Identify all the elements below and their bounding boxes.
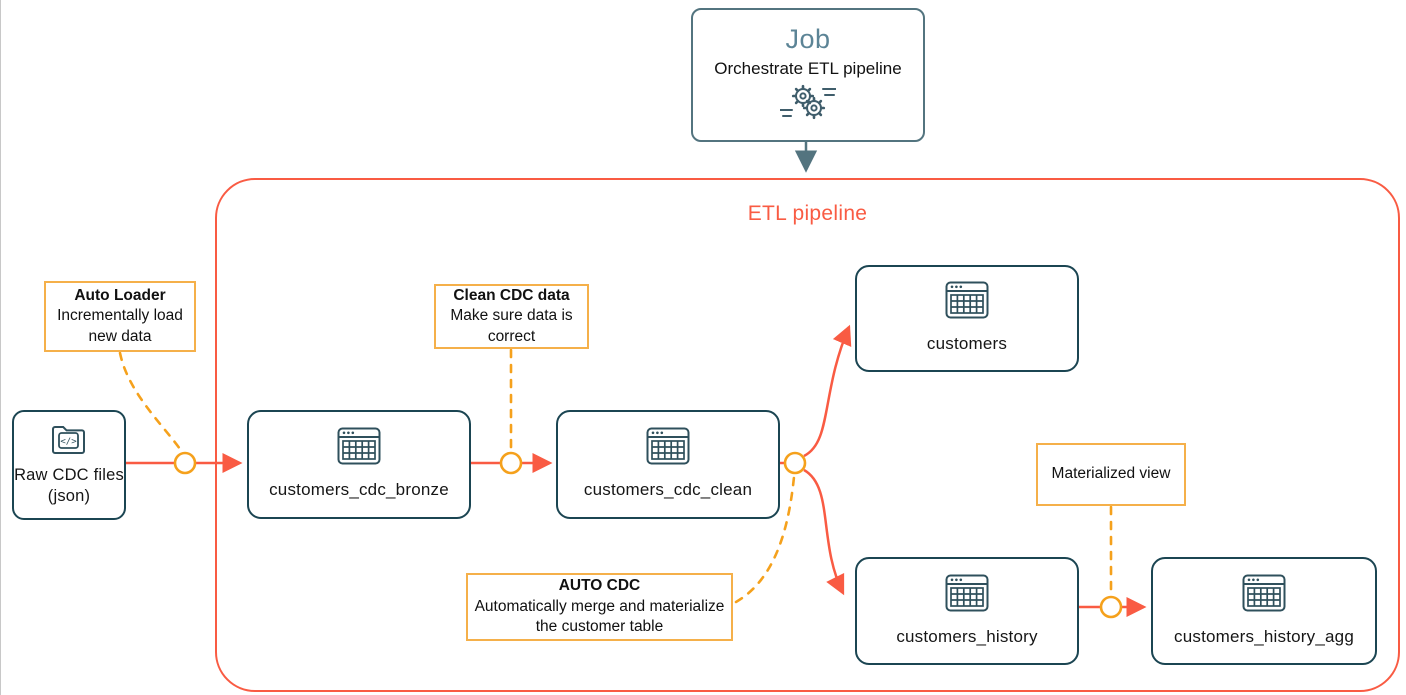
annotation-body: Automatically merge and materialize the …: [474, 597, 725, 636]
annotation-title: AUTO CDC: [558, 577, 641, 595]
job-title: Job: [785, 24, 831, 54]
node-customers: customers: [855, 265, 1079, 372]
node-label: customers: [926, 334, 1008, 354]
node-label: customers_history_agg: [1174, 626, 1354, 646]
annotation-auto-loader: Auto Loader Incrementally load new data: [44, 281, 196, 352]
gears-icon: [779, 83, 837, 126]
etl-pipeline-container: ETL pipeline: [215, 178, 1400, 692]
node-raw-cdc-files: </> Raw CDC files (json): [12, 410, 126, 520]
node-label: customers_history: [896, 626, 1038, 646]
autoloader-connector-dot: [173, 451, 197, 475]
annotation-body: Make sure data is correct: [450, 307, 573, 345]
source-label: Raw CDC files (json): [14, 465, 124, 505]
annotation-body: Incrementally load new data: [57, 307, 183, 345]
code-folder-icon: </>: [49, 423, 89, 460]
node-customers-history-agg: customers_history_agg: [1151, 557, 1377, 665]
table-icon: [945, 574, 989, 617]
autoloader-dashed-link: [118, 351, 182, 451]
table-icon: [945, 281, 989, 324]
table-icon: [337, 427, 381, 470]
annotation-body: Materialized view: [1051, 465, 1171, 483]
annotation-auto-cdc: AUTO CDC Automatically merge and materia…: [466, 573, 733, 641]
window-edge-line: [0, 0, 1, 695]
svg-text:</>: </>: [60, 437, 77, 447]
annotation-title: Clean CDC data: [453, 286, 570, 304]
node-customers-cdc-clean: customers_cdc_clean: [556, 410, 780, 519]
table-icon: [646, 427, 690, 470]
annotation-materialized-view: Materialized view: [1036, 443, 1186, 506]
node-label: customers_cdc_clean: [583, 480, 753, 500]
node-customers-cdc-bronze: customers_cdc_bronze: [247, 410, 471, 519]
job-box: Job Orchestrate ETL pipeline: [691, 8, 925, 142]
etl-pipeline-title: ETL pipeline: [747, 202, 868, 225]
annotation-clean-cdc-data: Clean CDC data Make sure data is correct: [434, 284, 589, 349]
annotation-title: Auto Loader: [74, 286, 166, 304]
node-customers-history: customers_history: [855, 557, 1079, 665]
table-icon: [1242, 574, 1286, 617]
job-subtitle: Orchestrate ETL pipeline: [714, 59, 902, 78]
node-label: customers_cdc_bronze: [269, 480, 449, 500]
